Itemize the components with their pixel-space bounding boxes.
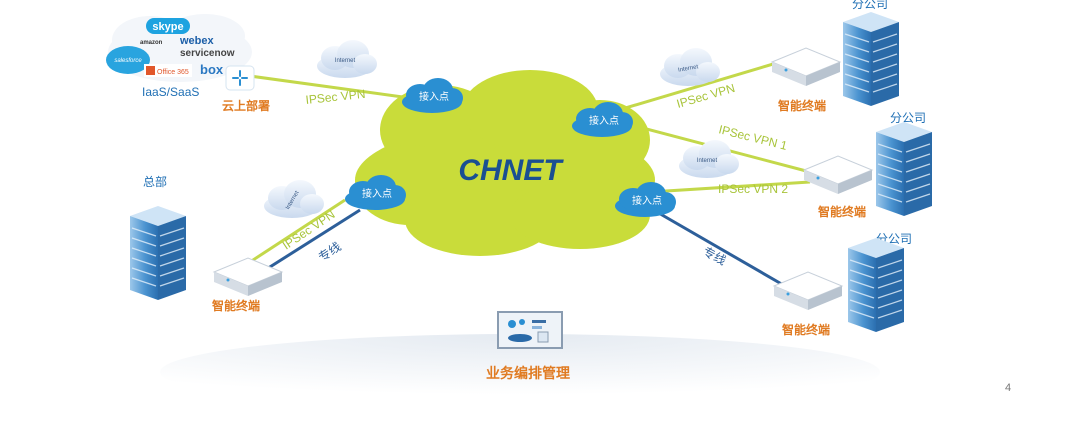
hq-terminal-icon [213, 257, 283, 297]
svg-text:接入点: 接入点 [589, 114, 619, 127]
branch-2-terminal-label: 智能终端 [817, 204, 866, 219]
branch-3-terminal-label: 智能终端 [781, 322, 830, 337]
internet-cloud-top: Internet [317, 40, 377, 78]
svg-text:接入点: 接入点 [419, 90, 449, 103]
saas-cloud-cluster: skype amazon webex servicenow salesforce… [106, 14, 252, 82]
branch-1-terminal-label: 智能终端 [777, 98, 826, 113]
brand-salesforce: salesforce [114, 58, 142, 64]
access-point-top: 接入点 [402, 78, 463, 113]
hq-terminal-label: 智能终端 [211, 298, 260, 313]
branch-1-terminal-icon [771, 47, 841, 87]
branch-1-building-icon [842, 11, 900, 107]
page-number: 4 [1005, 382, 1011, 394]
orchestration-dashboard-icon [497, 311, 563, 349]
ground-platform [160, 334, 880, 410]
dedicated-links [261, 206, 786, 288]
core-network-name: CHNET [458, 154, 564, 187]
cloud-gateway-icon [225, 65, 255, 91]
branch-2-label: 分公司 [890, 111, 926, 125]
svg-text:接入点: 接入点 [632, 194, 662, 207]
branch-3-terminal-icon [773, 271, 843, 311]
saas-caption: IaaS/SaaS [142, 85, 199, 99]
svg-text:Internet: Internet [697, 158, 718, 164]
branch-1-label: 分公司 [852, 0, 888, 11]
access-point-right-lower: 接入点 [615, 182, 676, 217]
orchestration-label: 业务编排管理 [486, 365, 570, 381]
brand-office365: Office 365 [157, 69, 189, 76]
svg-text:接入点: 接入点 [362, 187, 392, 200]
internet-cloud-left: Internet [264, 180, 324, 218]
brand-webex: webex [179, 35, 215, 47]
hq-label: 总部 [143, 174, 167, 189]
svg-text:Internet: Internet [678, 64, 699, 73]
svg-text:Internet: Internet [335, 58, 356, 64]
hq-building-icon [129, 205, 187, 301]
link-label-ipsec-top: IPSec VPN [305, 87, 366, 107]
brand-skype: skype [152, 21, 183, 33]
cloud-deploy-label: 云上部署 [222, 98, 270, 113]
access-point-right-upper: 接入点 [572, 102, 633, 137]
branch-2-terminal-icon [803, 155, 873, 195]
link-label-dedicated-hq: 专线 [315, 239, 343, 265]
internet-cloud-right-middle: Internet [679, 140, 739, 178]
brand-amazon: amazon [140, 40, 163, 46]
brand-box: box [200, 62, 224, 77]
link-label-ipsec-2: IPSec VPN 2 [718, 182, 788, 196]
access-point-left: 接入点 [345, 175, 406, 210]
brand-servicenow: servicenow [180, 48, 235, 59]
branch-2-building-icon [875, 121, 933, 217]
internet-cloud-right-upper: Internet [660, 48, 720, 86]
branch-3-building-icon [847, 237, 905, 333]
